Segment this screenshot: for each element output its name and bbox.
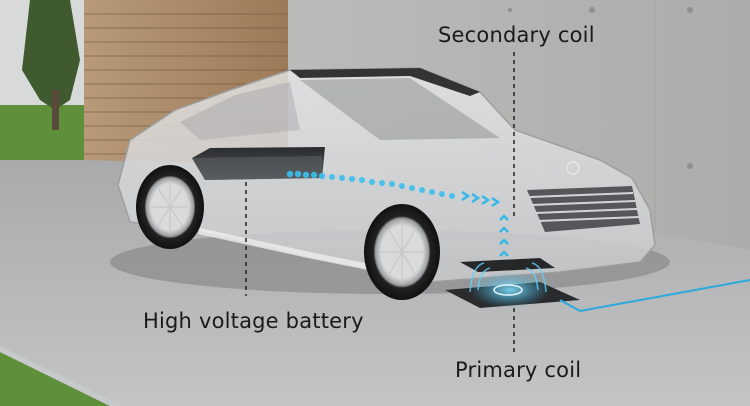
charging-glow [470, 272, 550, 308]
tree [22, 0, 80, 110]
grass-upper [0, 105, 84, 160]
car [117, 67, 656, 283]
secondary-coil-label: Secondary coil [438, 23, 595, 47]
primary-coil-label: Primary coil [455, 358, 582, 382]
battery-label: High voltage battery [143, 309, 364, 333]
secondary-coil-plate [460, 258, 555, 272]
energy-flow [286, 170, 455, 199]
car-logo [566, 161, 580, 175]
energy-chevrons [461, 190, 509, 257]
power-cable [559, 279, 750, 313]
